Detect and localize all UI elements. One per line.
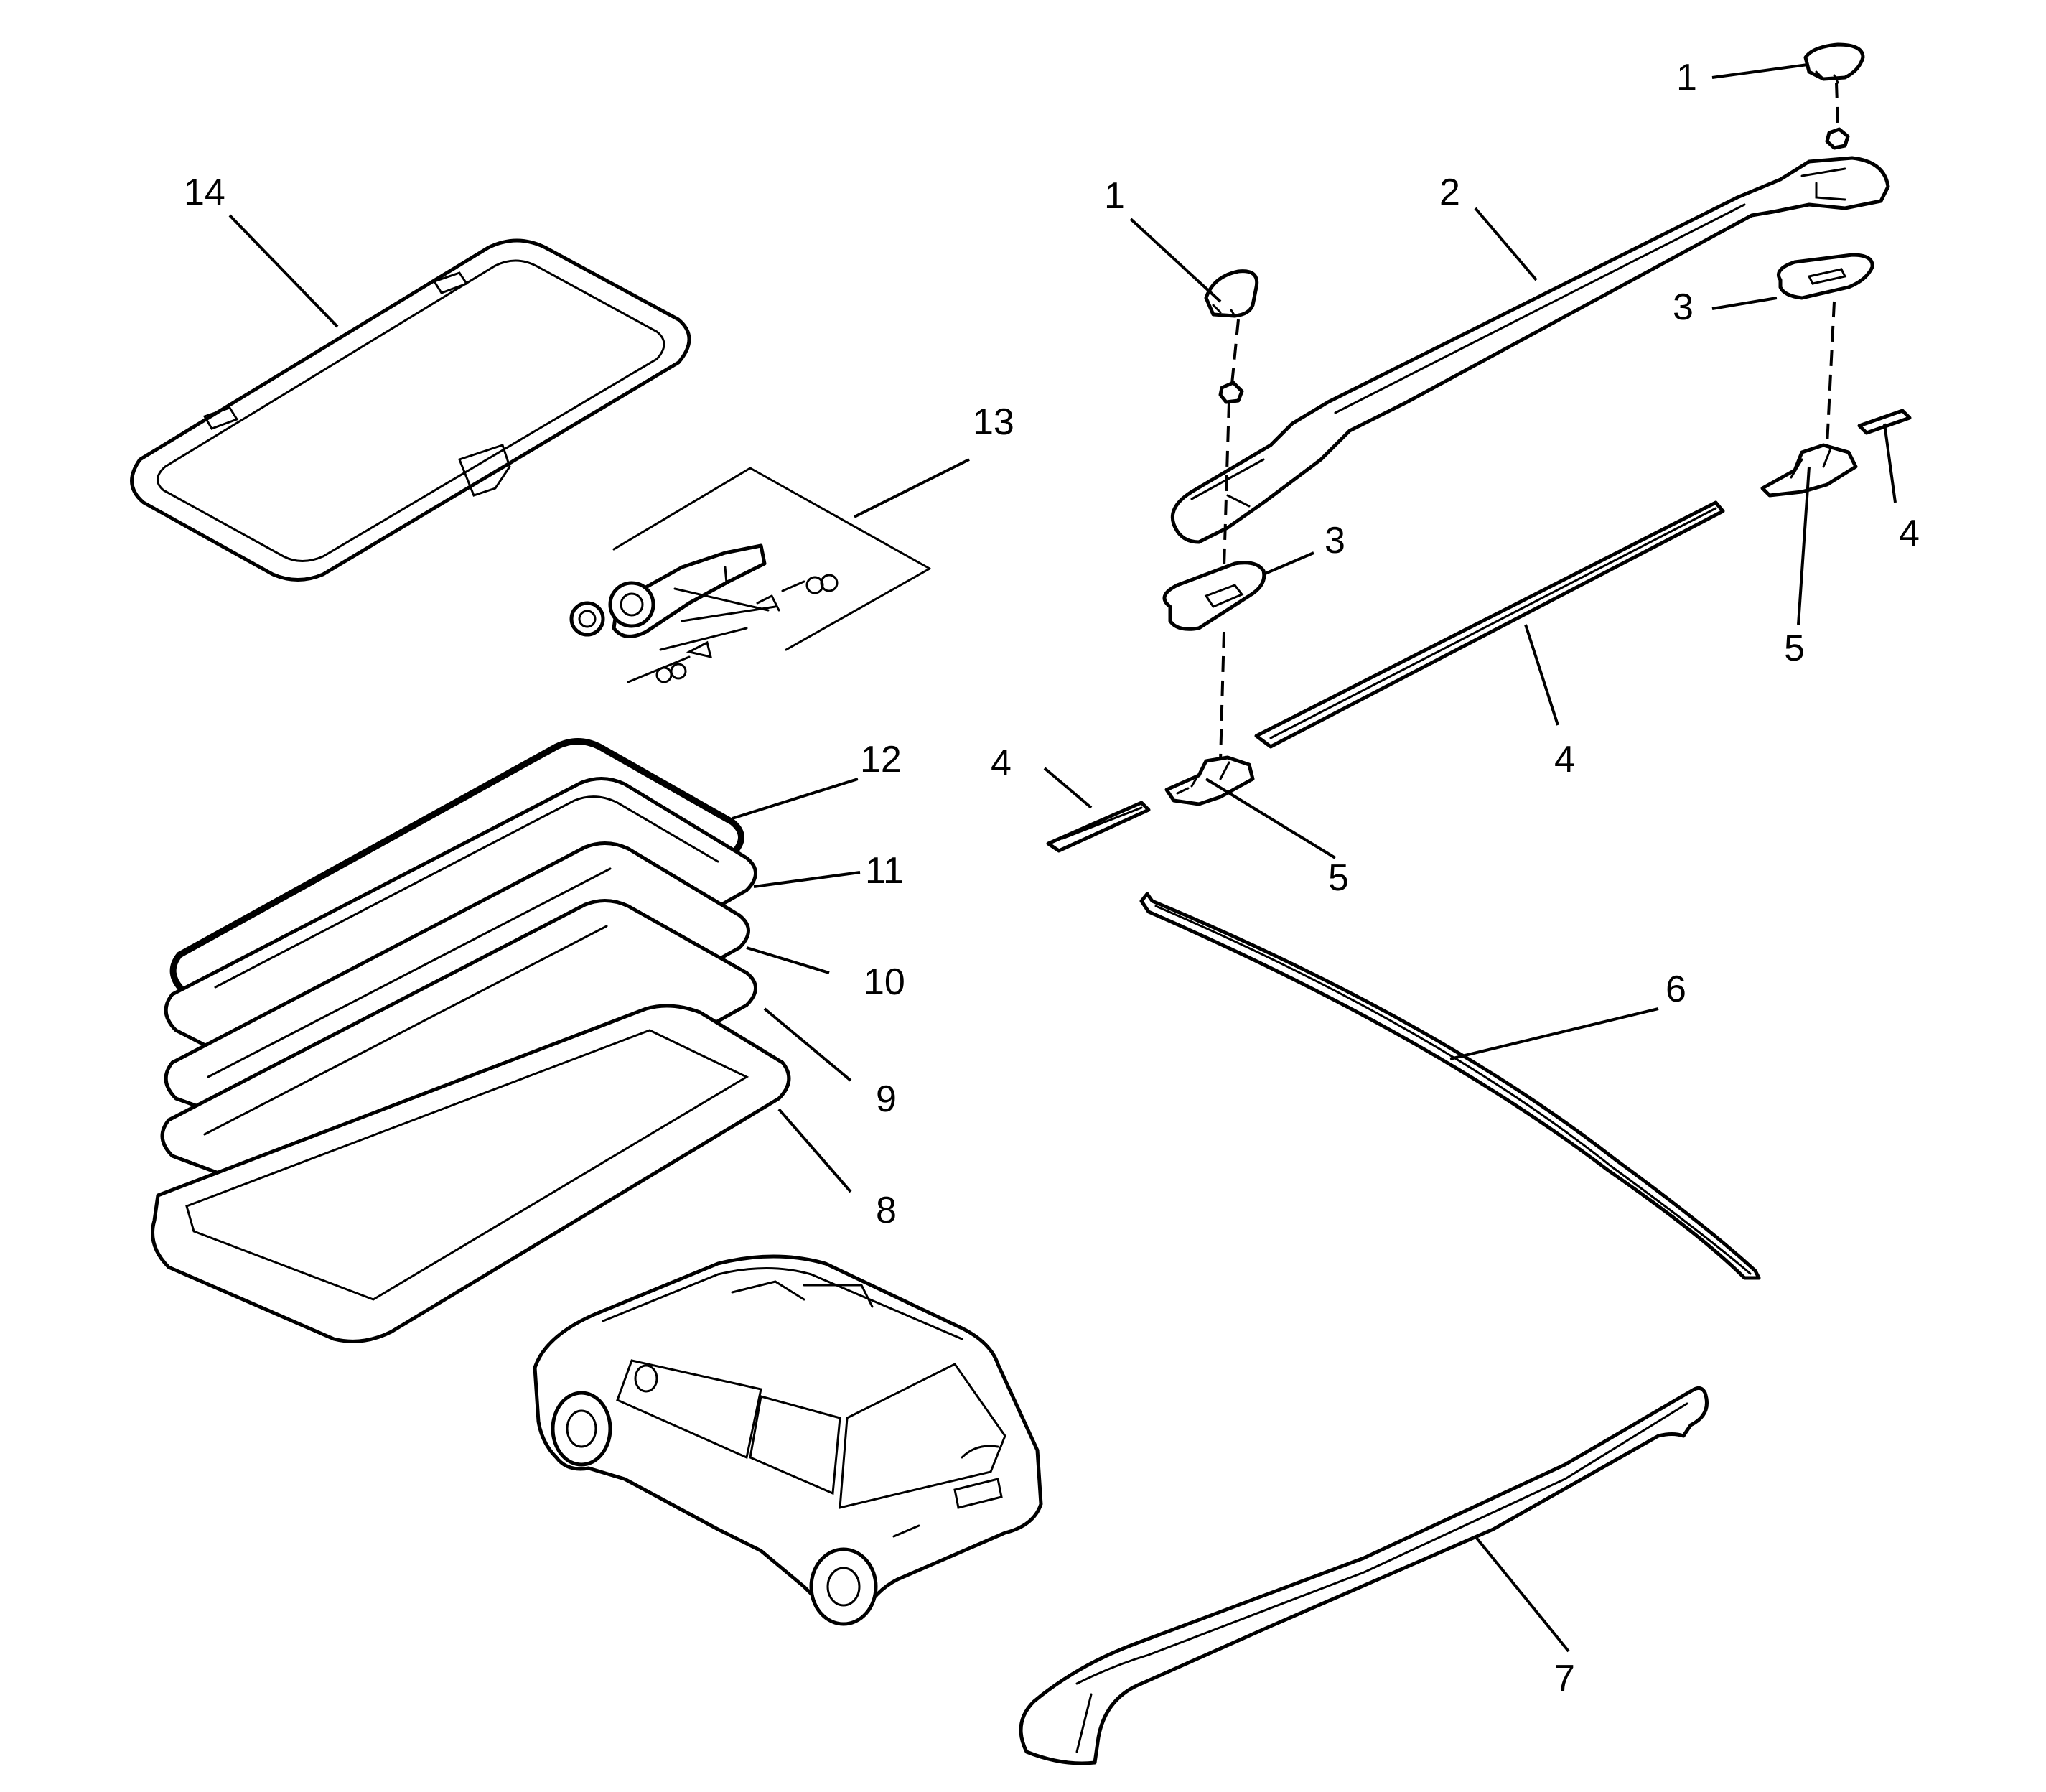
callout-4-center: 4	[1554, 739, 1575, 780]
sunroof-glass-panel	[130, 238, 691, 582]
callout-12: 12	[860, 739, 902, 780]
callout-6: 6	[1666, 969, 1686, 1010]
callout-5-right: 5	[1784, 627, 1805, 669]
adhesive-strip-center	[1254, 500, 1725, 749]
callout-labels: 14 13 12 11 10 9 8 6 7 1 1 2 3 3 4 4 4 5…	[184, 57, 1920, 1699]
sunroof-drain-tray	[151, 1004, 791, 1343]
callout-10: 10	[864, 961, 905, 1003]
fastener-nut-left	[1218, 381, 1244, 404]
callout-1-left: 1	[1104, 175, 1125, 217]
callout-13: 13	[973, 401, 1014, 443]
callout-8: 8	[876, 1190, 897, 1231]
roof-panel	[1019, 1386, 1709, 1765]
callout-3-left: 3	[1325, 520, 1345, 561]
vehicle-locator-car	[533, 1254, 1043, 1626]
callout-7: 7	[1554, 1658, 1575, 1699]
callout-11: 11	[865, 850, 904, 892]
callout-9: 9	[876, 1078, 897, 1120]
adhesive-strip-right	[1857, 409, 1912, 435]
callout-4-right: 4	[1899, 513, 1920, 554]
callout-3-right: 3	[1673, 286, 1694, 328]
callout-2: 2	[1439, 172, 1460, 213]
callout-5-left: 5	[1328, 857, 1349, 899]
fastener-dash-lines	[1219, 82, 1839, 762]
fastener-nut-right	[1825, 127, 1850, 150]
roof-rack-end-cap-left	[1204, 269, 1259, 318]
roof-rail-pad-left	[1162, 561, 1266, 631]
callout-4-left: 4	[991, 742, 1012, 784]
adhesive-strip-left	[1046, 801, 1151, 853]
roof-rail-pad-right	[1777, 253, 1874, 300]
roof-rack-end-cap-right	[1803, 42, 1865, 84]
callout-14: 14	[184, 172, 225, 213]
leader-lines	[228, 63, 1897, 1653]
mechanism-kit	[569, 467, 931, 683]
roof-molding	[1139, 892, 1761, 1280]
callout-1-right: 1	[1676, 57, 1697, 98]
